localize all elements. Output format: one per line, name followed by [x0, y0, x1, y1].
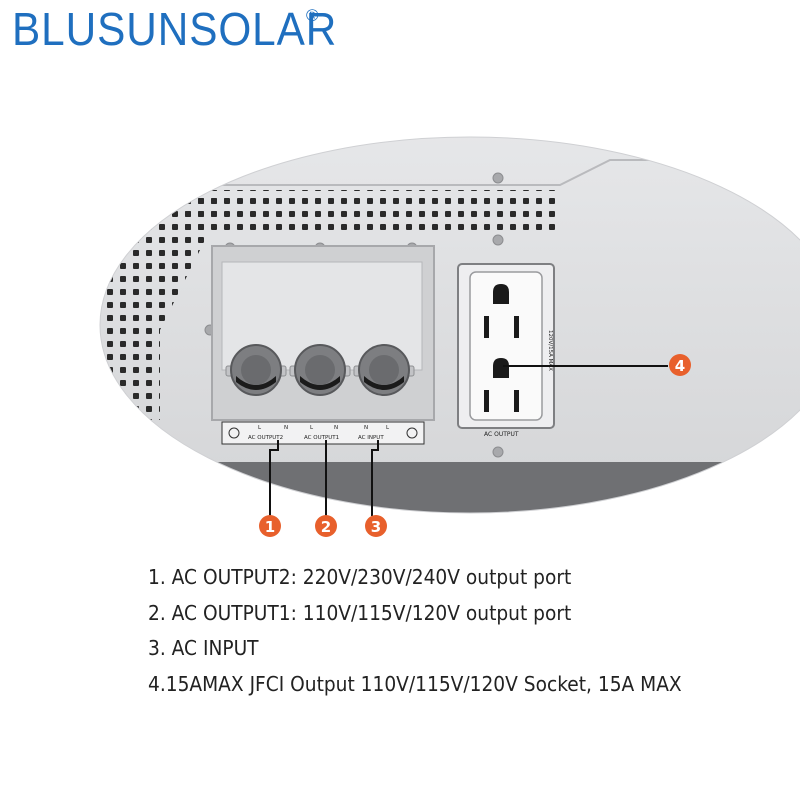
terminal-label-n1: N	[284, 425, 288, 431]
callout-badge-2: 2	[315, 515, 337, 537]
terminal-label-l1: L	[258, 425, 262, 431]
vent-grid-top	[180, 190, 560, 230]
legend-item-3: 3. AC INPUT	[148, 636, 259, 660]
device-bottom-strip	[100, 462, 800, 513]
brand-logo: BLUSUNSOLAR	[12, 4, 366, 54]
legend-item-2: 2. AC OUTPUT1: 110V/115V/120V output por…	[148, 600, 572, 625]
cable-gland-1	[225, 344, 287, 396]
registered-mark: ®	[306, 6, 319, 25]
terminal-group-ac-output2: AC OUTPUT2	[248, 435, 283, 441]
cable-gland-3	[353, 344, 415, 396]
cable-gland-2	[289, 344, 351, 396]
socket-caption: AC OUTPUT	[484, 431, 519, 438]
callout-number-2: 2	[321, 518, 331, 536]
callout-badge-4: 4	[669, 354, 691, 376]
socket-outlet-top	[484, 284, 519, 338]
terminal-label-n2: N	[334, 425, 338, 431]
callout-badge-1: 1	[259, 515, 281, 537]
terminal-strip-ground-icons	[228, 427, 418, 439]
legend-item-1: 1. AC OUTPUT2: 220V/230V/240V output por…	[148, 565, 572, 589]
brand-logo-text: BLUSUNSOLAR	[12, 3, 338, 55]
terminal-label-n3: N	[364, 425, 368, 431]
terminal-group-ac-output1: AC OUTPUT1	[304, 435, 339, 441]
terminal-label-l2: L	[310, 425, 314, 431]
terminal-label-l3: L	[386, 425, 390, 431]
terminal-group-ac-input: AC INPUT	[358, 435, 384, 441]
callout-number-3: 3	[371, 518, 381, 536]
callout-leaders	[269, 365, 668, 516]
terminal-label-strip	[221, 421, 425, 445]
socket-side-label: 120V/15A MAX	[547, 330, 553, 371]
callout-number-4: 4	[675, 357, 685, 375]
cable-glands	[225, 344, 415, 396]
socket-face	[469, 271, 543, 421]
socket-outlet-bottom	[484, 358, 519, 412]
callout-number-1: 1	[265, 518, 275, 536]
callout-badge-3: 3	[365, 515, 387, 537]
legend-item-4: 4.15AMAX JFCI Output 110V/115V/120V Sock…	[148, 671, 682, 696]
port-legend: 1. AC OUTPUT2: 220V/230V/240V output por…	[148, 560, 788, 702]
